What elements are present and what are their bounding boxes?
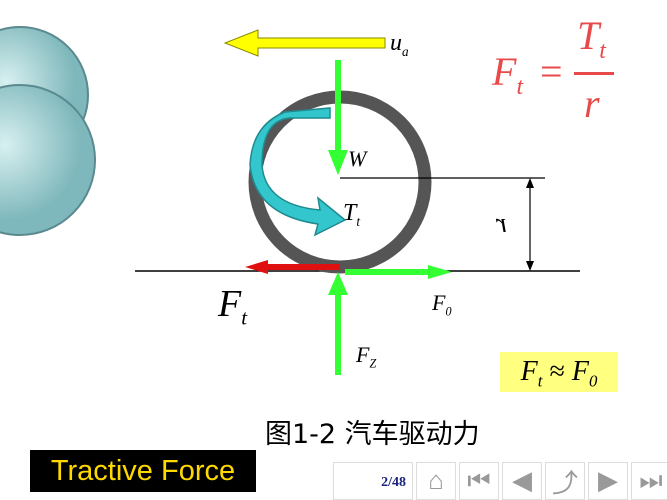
dim-arrow-down (526, 261, 534, 271)
label-tt: Tt (343, 200, 361, 229)
next-icon[interactable]: ▶ (588, 462, 628, 500)
weight-arrow (328, 60, 348, 175)
normal-force-arrow (328, 272, 348, 375)
prev-icon[interactable]: ◀ (502, 462, 542, 500)
velocity-arrow (223, 29, 386, 57)
decor-circle (0, 84, 96, 236)
label-r: r (496, 208, 507, 239)
return-icon[interactable]: ⤴ (545, 462, 585, 500)
first-icon[interactable]: ⏮ (459, 462, 499, 500)
tractive-force-arrow (245, 260, 340, 274)
page-indicator: 2/48 (333, 462, 413, 500)
figure-caption: 图1-2 汽车驱动力 (265, 419, 480, 450)
approx-equation: Ft ≈ F0 (500, 352, 618, 392)
label-ua: ua (390, 30, 409, 59)
label-ft: Ft (218, 283, 248, 330)
ground-reaction-arrow (345, 265, 452, 279)
dim-arrow-up (526, 178, 534, 188)
slide-navigation: 2/48 ⌂ ⏮ ◀ ⤴ ▶ ⏭ (333, 462, 667, 500)
torque-arrow (249, 107, 347, 237)
title-badge: Tractive Force (30, 450, 256, 492)
label-w: W (348, 146, 367, 171)
label-f0: F0 (432, 290, 452, 319)
last-icon[interactable]: ⏭ (631, 462, 667, 500)
home-icon[interactable]: ⌂ (416, 462, 456, 500)
label-fz: FZ (356, 342, 377, 371)
